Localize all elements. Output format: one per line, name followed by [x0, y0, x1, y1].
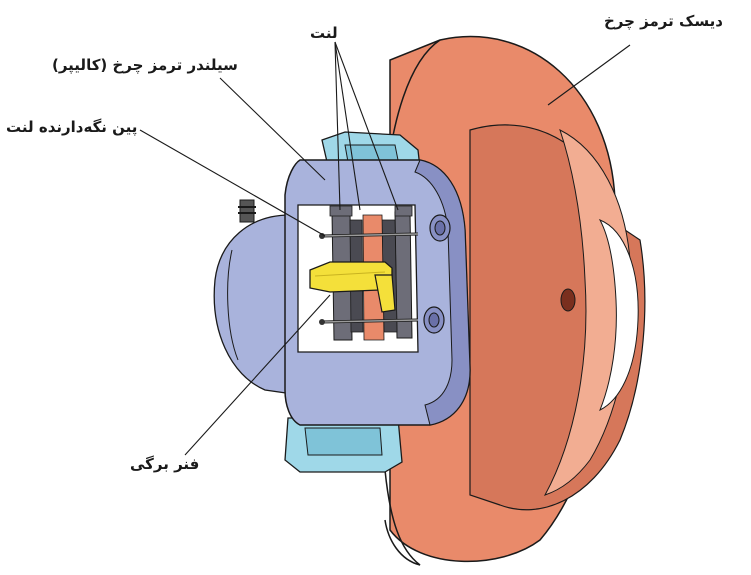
pad-retaining-pins [319, 232, 419, 325]
label-disc: دیسک ترمز چرخ [604, 12, 723, 30]
leader-caliper [219, 77, 326, 181]
leaf-spring-leg [374, 274, 396, 313]
label-pin: پین نگه‌دارنده لنت [6, 118, 138, 136]
leaf-spring [309, 261, 396, 313]
leader-disc [547, 44, 631, 106]
disc-rim [384, 39, 441, 566]
bleed-valve [239, 199, 255, 223]
label-caliper: سیلندر ترمز چرخ (کالیپر) [52, 56, 238, 74]
leader-spring [184, 294, 331, 456]
caliper-piston-housing [213, 199, 301, 396]
disc-center-bore [598, 219, 639, 412]
label-pads: لنت [310, 24, 338, 42]
leader-pin [139, 129, 326, 237]
leader-lines [139, 41, 631, 456]
piston-housing-ring [227, 249, 239, 361]
leader-pads-1 [334, 41, 341, 211]
leader-pads-3 [334, 41, 399, 211]
bracket-bottom-slot [304, 427, 383, 456]
disc-bolt-hole [560, 288, 576, 312]
caliper-edge-shade [414, 159, 471, 426]
brake-disc [384, 35, 646, 566]
piston-housing-body [213, 214, 301, 396]
leader-pads-2 [334, 41, 361, 211]
label-spring: فنر برگی [130, 455, 200, 473]
